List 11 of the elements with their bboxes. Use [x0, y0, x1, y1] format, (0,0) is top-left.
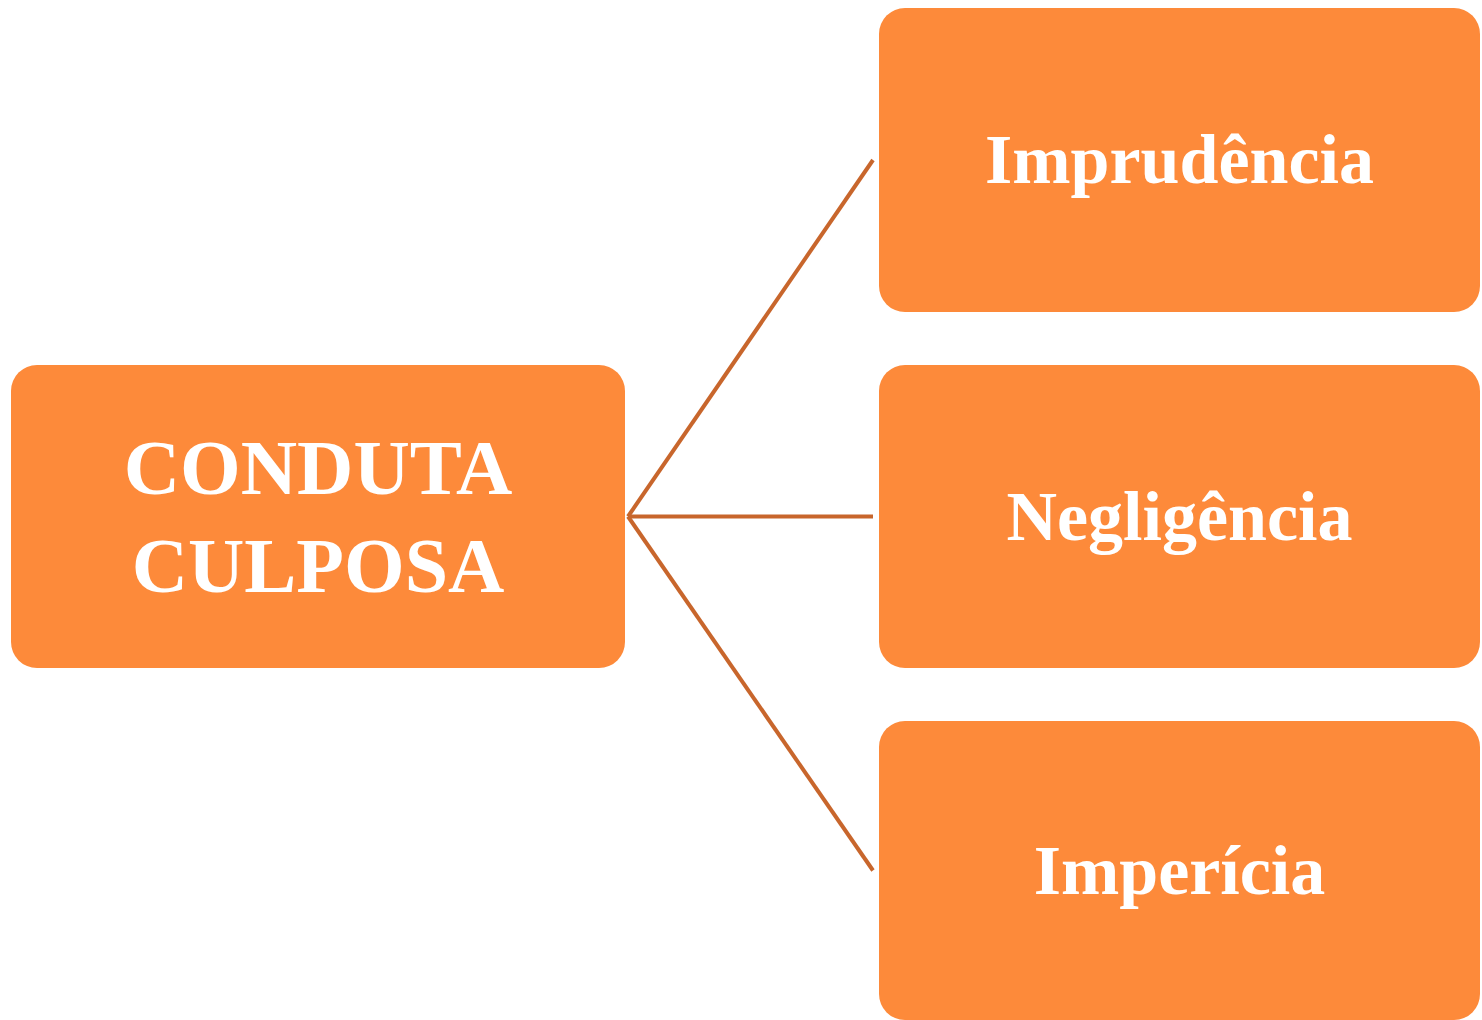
node-label: CONDUTA CULPOSA: [122, 423, 514, 611]
connector-line: [626, 158, 875, 518]
connector-line: [626, 515, 875, 872]
process-box: [11, 365, 625, 668]
process-box: [879, 365, 1480, 668]
connector-line: [628, 514, 873, 519]
process-box: [879, 721, 1480, 1020]
process-box: [879, 8, 1480, 312]
node-label: Imprudência: [985, 120, 1374, 201]
node-label: Imperícia: [1033, 830, 1326, 911]
node-label: Negligência: [1006, 476, 1353, 557]
